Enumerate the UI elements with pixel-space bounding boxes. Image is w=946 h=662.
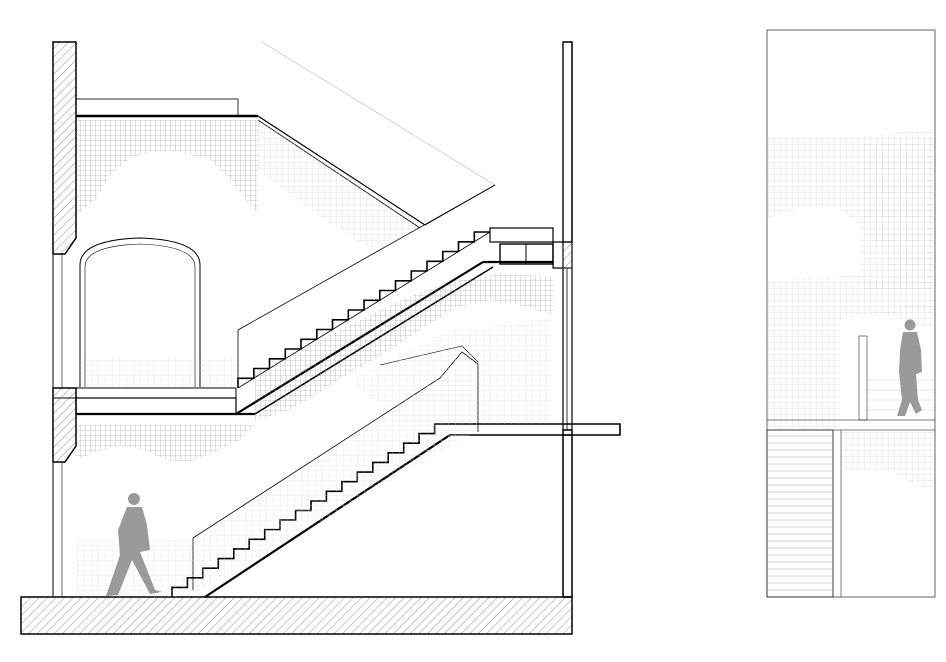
elevation-stair-lines xyxy=(766,429,842,598)
elevation-mesh-upper xyxy=(767,132,935,290)
walking-person-figure-elevation xyxy=(897,319,922,416)
mesh-curtain-upper xyxy=(76,120,420,248)
right-wall xyxy=(552,41,573,598)
section-drawing xyxy=(20,41,621,635)
mesh-curtain-lower xyxy=(76,380,478,597)
walking-person-figure-section xyxy=(106,493,162,596)
ground-slab xyxy=(20,596,573,635)
left-wall xyxy=(52,41,77,597)
arched-window xyxy=(79,237,238,388)
elevation-mesh-middle xyxy=(767,275,935,430)
elevation-mesh-lower xyxy=(841,430,935,490)
middle-floor-slab xyxy=(52,387,255,416)
mesh-curtain-middle xyxy=(76,274,553,462)
elevation-drawing xyxy=(766,29,936,598)
top-right-landing xyxy=(483,227,554,265)
